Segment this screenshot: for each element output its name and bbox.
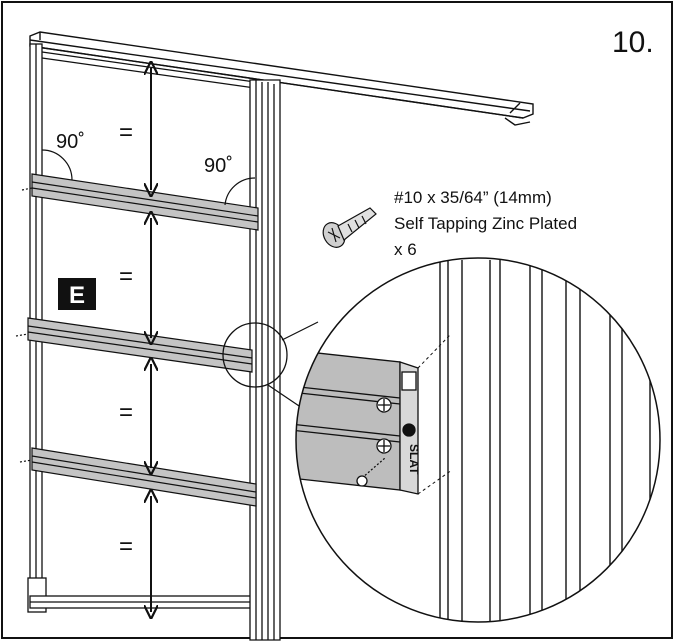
screw-icon — [322, 207, 377, 248]
slat-1 — [21, 173, 259, 231]
slat-3 — [19, 447, 257, 507]
slat-2 — [15, 317, 253, 373]
angle-right-label: 90˚ — [204, 155, 233, 177]
slat-label: SLAT — [407, 444, 421, 475]
slat-logo-icon — [402, 423, 416, 437]
screw-spec-type: Self Tapping Zinc Plated — [394, 214, 577, 233]
part-label-e: E — [58, 278, 96, 310]
magnified-slat — [296, 349, 419, 495]
equal-sign-2: = — [119, 263, 133, 290]
detail-circle-small — [222, 322, 288, 388]
screw-spec-qty: x 6 — [394, 240, 417, 259]
bottom-rail — [29, 595, 261, 609]
angle-marks — [41, 149, 256, 206]
part-label-text: E — [69, 282, 85, 309]
top-track — [29, 31, 534, 126]
screw-spec-size: #10 x 35/64” (14mm) — [394, 188, 552, 207]
detail-magnified: SLAT — [296, 258, 660, 622]
detail-leader-top — [281, 321, 319, 341]
right-stud — [249, 79, 281, 641]
equal-sign-4: = — [119, 533, 133, 560]
step-number: 10. — [612, 26, 654, 59]
detail-circle-large — [295, 257, 661, 623]
angle-left-label: 90˚ — [56, 131, 85, 153]
equal-sign-3: = — [119, 399, 133, 426]
equal-sign-1: = — [119, 119, 133, 146]
